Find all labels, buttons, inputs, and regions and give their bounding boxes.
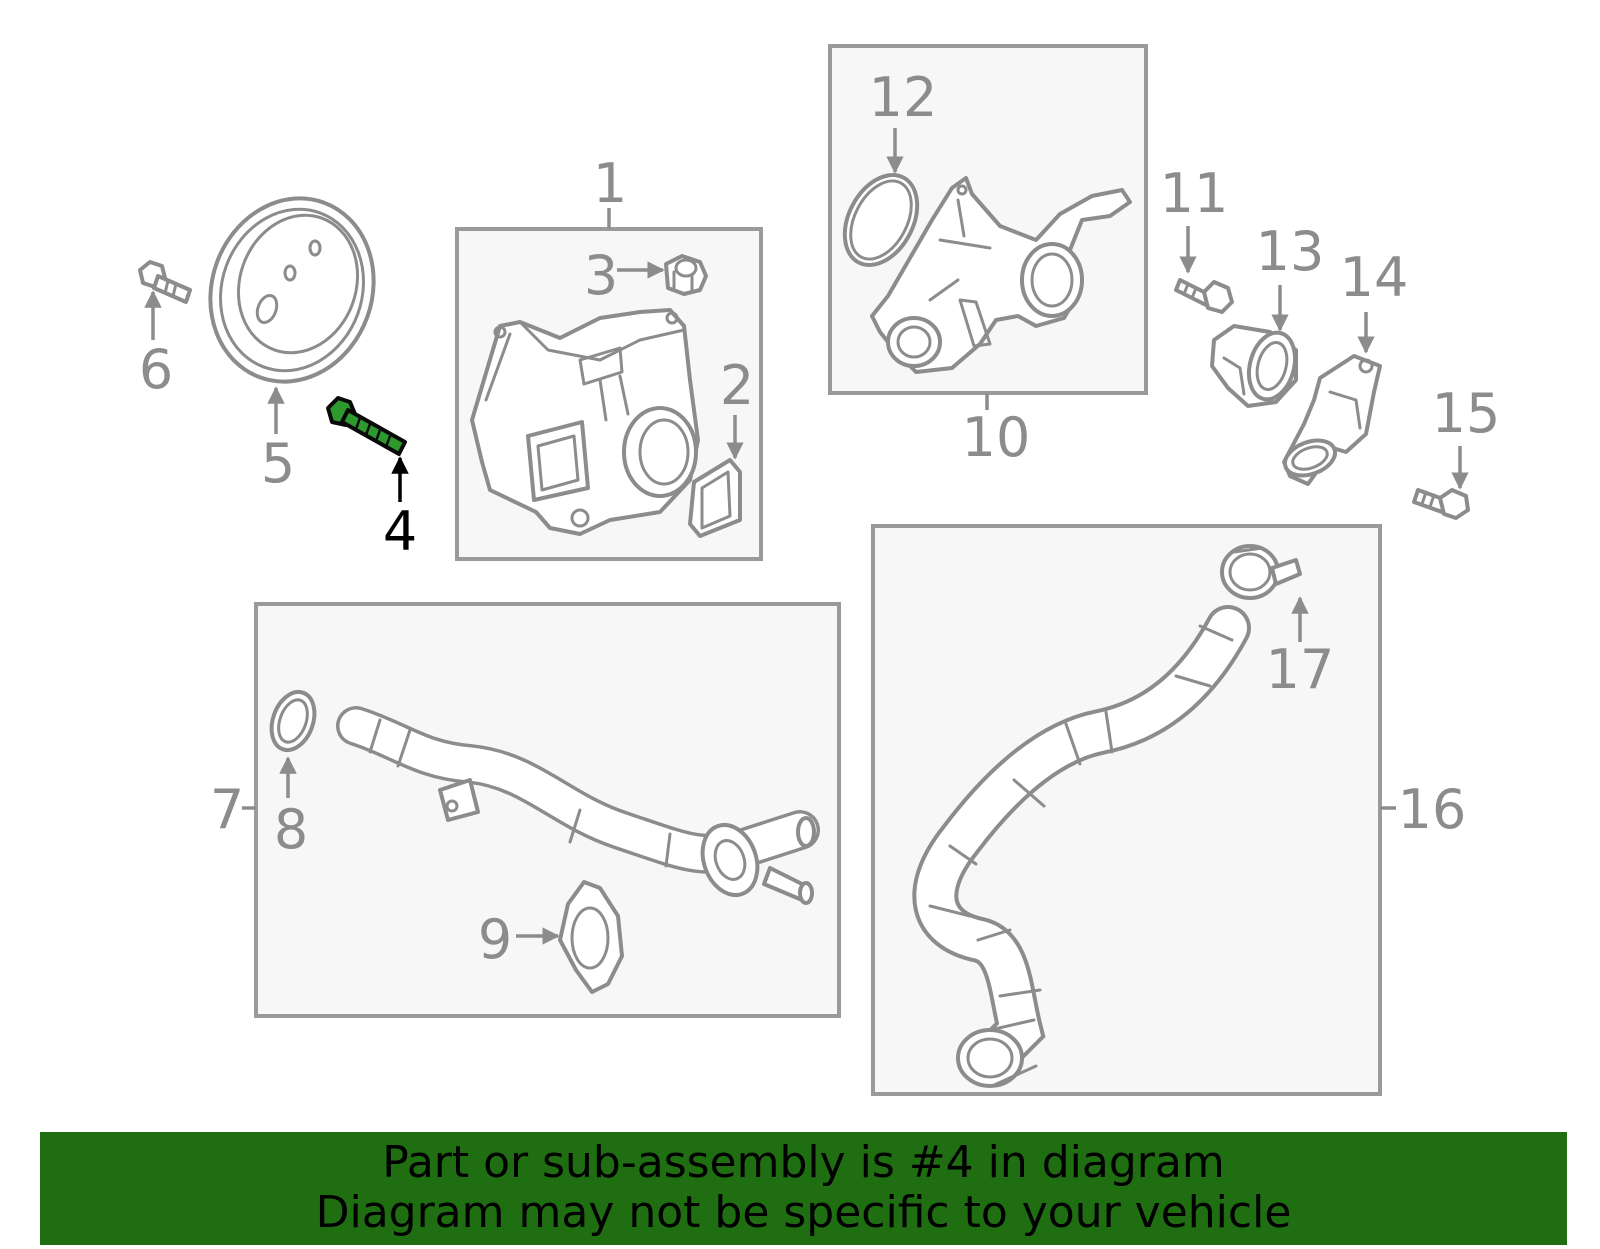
part-9-gasket xyxy=(558,880,624,994)
notice-banner: Part or sub-assembly is #4 in diagram Di… xyxy=(40,1132,1567,1245)
part-12-o-ring xyxy=(842,173,920,267)
part-7-water-pipe xyxy=(336,706,820,905)
part-5-pulley xyxy=(208,196,376,384)
callout-9: 9 xyxy=(478,908,512,971)
banner-line-2: Diagram may not be specific to your vehi… xyxy=(315,1187,1292,1238)
part-2-gasket xyxy=(688,458,742,538)
part-14-thermostat-cover xyxy=(1282,354,1382,486)
part-3-plug xyxy=(664,254,708,296)
part-16-radiator-hose xyxy=(912,605,1251,1088)
callout-1: 1 xyxy=(593,152,627,215)
part-13-thermostat xyxy=(1210,324,1298,408)
callout-3: 3 xyxy=(584,244,618,307)
part-10-thermostat-housing xyxy=(870,176,1132,374)
part-8-o-ring xyxy=(269,689,317,753)
radiator-hose-group-box xyxy=(871,524,1382,1096)
callout-5: 5 xyxy=(261,432,295,495)
callout-14: 14 xyxy=(1340,246,1409,309)
banner-line-1: Part or sub-assembly is #4 in diagram xyxy=(382,1137,1225,1188)
part-15-bolt xyxy=(1412,488,1470,520)
part-4-bolt-highlighted xyxy=(326,396,407,456)
callout-11: 11 xyxy=(1160,162,1229,225)
callout-17: 17 xyxy=(1266,638,1335,701)
part-11-bolt xyxy=(1174,278,1234,314)
callout-15: 15 xyxy=(1432,382,1501,445)
callout-7: 7 xyxy=(210,778,244,841)
part-17-hose-clamp xyxy=(1220,544,1302,600)
callout-16: 16 xyxy=(1398,778,1467,841)
callout-2: 2 xyxy=(720,354,754,417)
callout-6: 6 xyxy=(139,338,173,401)
callout-13: 13 xyxy=(1256,220,1325,283)
part-6-bolt xyxy=(138,260,192,304)
callout-8: 8 xyxy=(274,798,308,861)
callout-4: 4 xyxy=(383,500,417,563)
callout-12: 12 xyxy=(869,66,938,129)
part-1-water-pump xyxy=(470,308,700,536)
callout-10: 10 xyxy=(962,406,1031,469)
